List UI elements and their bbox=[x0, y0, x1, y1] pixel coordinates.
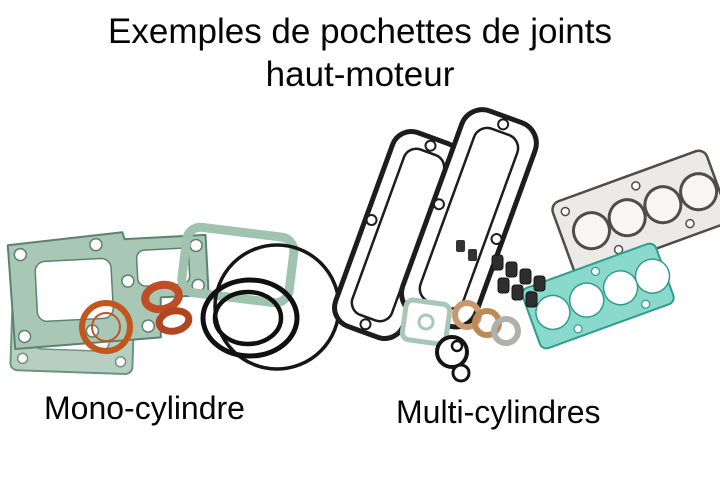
caption-multi-cylindres: Multi-cylindres bbox=[396, 394, 601, 430]
small-green-gasket bbox=[399, 297, 453, 347]
multi-head-gasket-grey bbox=[551, 149, 720, 277]
small-o-rings bbox=[435, 335, 471, 383]
multi-head-gasket-teal bbox=[521, 242, 675, 350]
title-line-1: Exemples de pochettes de joints bbox=[108, 12, 612, 51]
multi-cylinder-gasket-kit bbox=[332, 107, 720, 383]
copper-washers bbox=[452, 300, 521, 346]
mono-cover-gasket bbox=[177, 222, 299, 308]
mono-cylinder-gasket-kit bbox=[6, 222, 341, 375]
valve-cover-gasket-right bbox=[399, 107, 539, 330]
mono-o-rings bbox=[200, 243, 341, 371]
title-line-2: haut-moteur bbox=[265, 55, 455, 94]
valve-stem-seals bbox=[456, 240, 546, 308]
page-title: Exemples de pochettes de joints haut-mot… bbox=[0, 10, 720, 96]
orange-exhaust-gaskets bbox=[141, 280, 193, 335]
caption-mono-cylindre: Mono-cylindre bbox=[44, 390, 245, 426]
orange-ring-gasket bbox=[79, 300, 133, 354]
